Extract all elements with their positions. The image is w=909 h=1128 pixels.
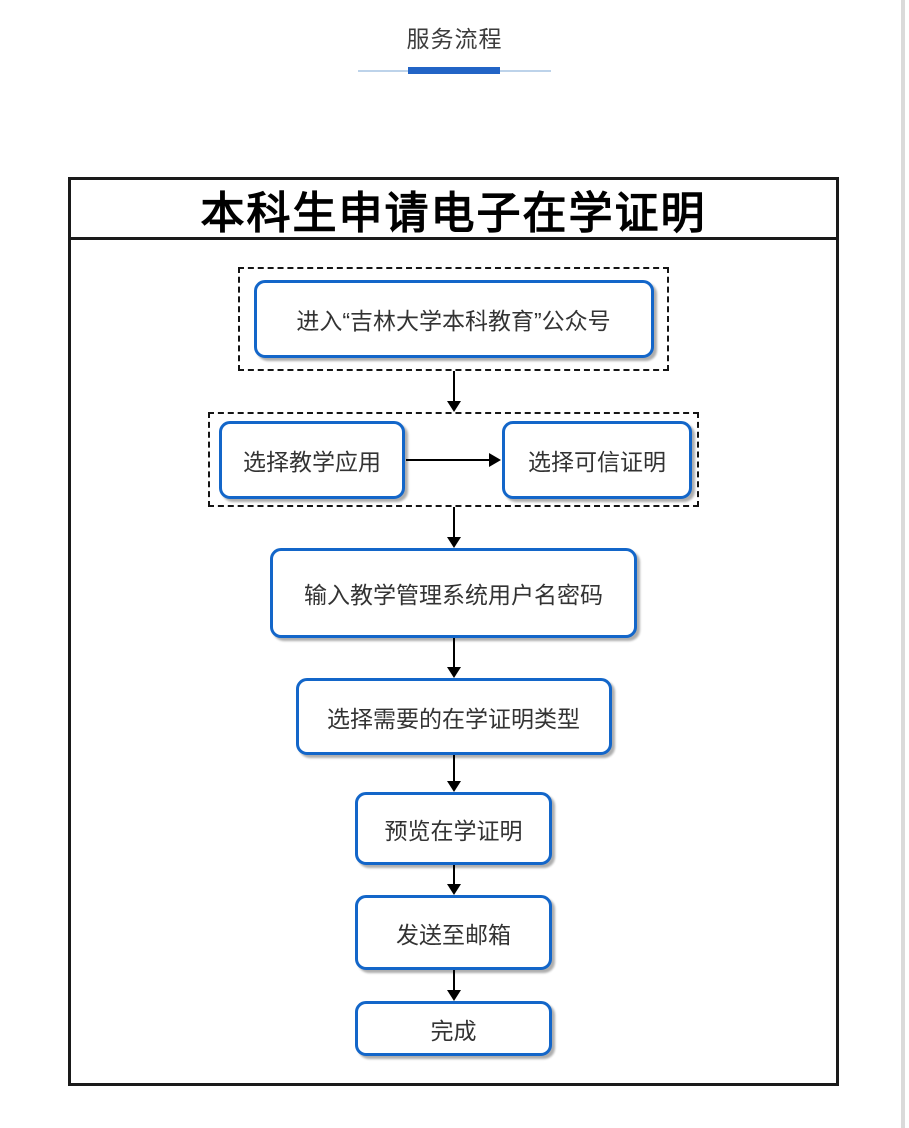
tab-underline xyxy=(358,67,551,75)
arrow-line xyxy=(452,970,455,990)
flow-node-enter-credentials: 输入教学管理系统用户名密码 xyxy=(270,548,637,638)
arrow-down-icon xyxy=(446,507,462,548)
arrow-line xyxy=(406,458,489,461)
flow-node-select-teaching-app: 选择教学应用 xyxy=(219,420,405,499)
arrow-right-icon xyxy=(405,452,502,467)
flowchart-body: 进入“吉林大学本科教育”公众号 选择教学应用 选择可信证明 输入教学管理系统用户… xyxy=(71,240,836,1083)
arrow-line xyxy=(452,371,455,401)
arrow-down-icon xyxy=(446,638,462,678)
arrow-head xyxy=(446,401,461,412)
arrow-head xyxy=(446,537,461,548)
flow-node-select-trusted-certificate: 选择可信证明 xyxy=(502,420,692,499)
arrow-line xyxy=(452,865,455,884)
arrow-head xyxy=(489,452,501,467)
flowchart-title: 本科生申请电子在学证明 xyxy=(71,180,836,240)
arrow-down-icon xyxy=(446,371,462,412)
arrow-line xyxy=(452,638,455,667)
flow-group-entry: 进入“吉林大学本科教育”公众号 xyxy=(238,267,669,371)
arrow-head xyxy=(446,990,461,1001)
flow-node-send-to-email: 发送至邮箱 xyxy=(355,895,552,970)
arrow-line xyxy=(452,507,455,537)
flow-node-enter-official-account: 进入“吉林大学本科教育”公众号 xyxy=(253,280,654,358)
arrow-head xyxy=(446,884,461,895)
flow-node-preview-certificate: 预览在学证明 xyxy=(355,792,552,865)
tab-label: 服务流程 xyxy=(406,26,503,52)
arrow-line xyxy=(452,755,455,781)
tab-service-process[interactable]: 服务流程 xyxy=(358,0,551,75)
tab-bar: 服务流程 xyxy=(0,0,909,75)
arrow-head xyxy=(446,667,461,678)
arrow-down-icon xyxy=(446,970,462,1001)
scrollbar-track[interactable] xyxy=(901,0,905,1128)
tab-active-indicator xyxy=(408,67,500,74)
flow-group-select: 选择教学应用 选择可信证明 xyxy=(208,412,699,507)
arrow-down-icon xyxy=(446,865,462,895)
arrow-head xyxy=(446,781,461,792)
arrow-down-icon xyxy=(446,755,462,792)
flow-node-choose-certificate-type: 选择需要的在学证明类型 xyxy=(295,678,612,755)
flow-node-finish: 完成 xyxy=(355,1001,552,1056)
flowchart-frame: 本科生申请电子在学证明 进入“吉林大学本科教育”公众号 选择教学应用 选择可信证… xyxy=(68,177,839,1086)
